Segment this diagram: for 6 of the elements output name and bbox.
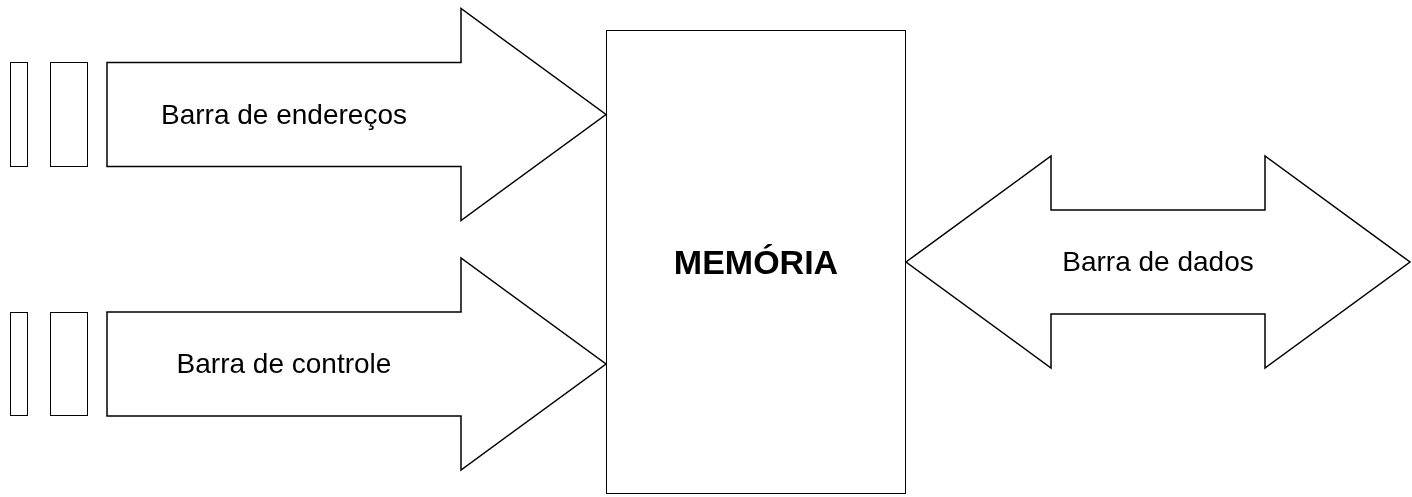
bar-shape [10,312,28,416]
memory-box [606,30,906,494]
bar-shape [50,312,88,416]
box-title: MEMÓRIA [673,241,839,283]
bar-shape [50,62,88,167]
bar-shape [10,62,28,167]
